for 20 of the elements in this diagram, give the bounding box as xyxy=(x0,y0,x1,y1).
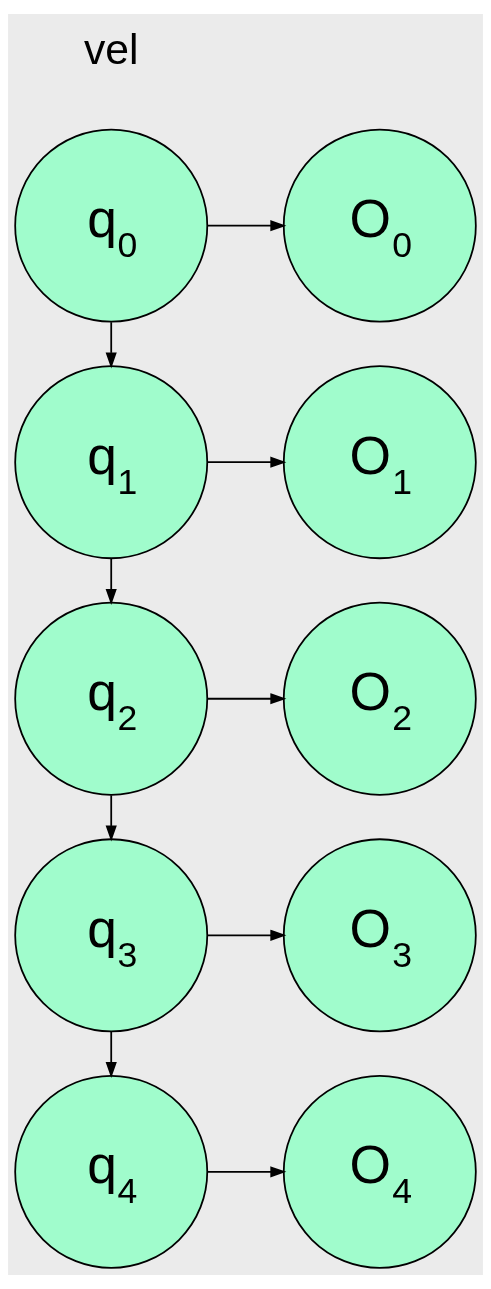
node-circle: q$_{1}$ xyxy=(14,365,209,560)
node-circle: O$_{0}$ xyxy=(282,128,477,323)
arrow xyxy=(105,1030,117,1079)
node-circle: q$_{4}$ xyxy=(14,1074,209,1269)
node-circle: O$_{4}$ xyxy=(282,1074,477,1269)
node-circle: q$_{0}$ xyxy=(14,128,209,323)
arrow xyxy=(206,220,287,232)
arrow xyxy=(206,929,287,941)
arrow xyxy=(206,1166,287,1178)
label: vel xyxy=(83,25,139,74)
node-circle: O$_{3}$ xyxy=(282,838,477,1033)
node-circle: q$_{2}$ xyxy=(14,601,209,796)
arrow xyxy=(105,794,117,842)
node-circle: O$_{1}$ xyxy=(282,365,477,560)
node-circle: O$_{2}$ xyxy=(282,601,477,796)
arrow xyxy=(206,693,287,705)
arrow xyxy=(105,321,117,369)
node-circle: q$_{3}$ xyxy=(14,838,209,1033)
arrow xyxy=(206,456,287,468)
arrow xyxy=(105,557,117,605)
